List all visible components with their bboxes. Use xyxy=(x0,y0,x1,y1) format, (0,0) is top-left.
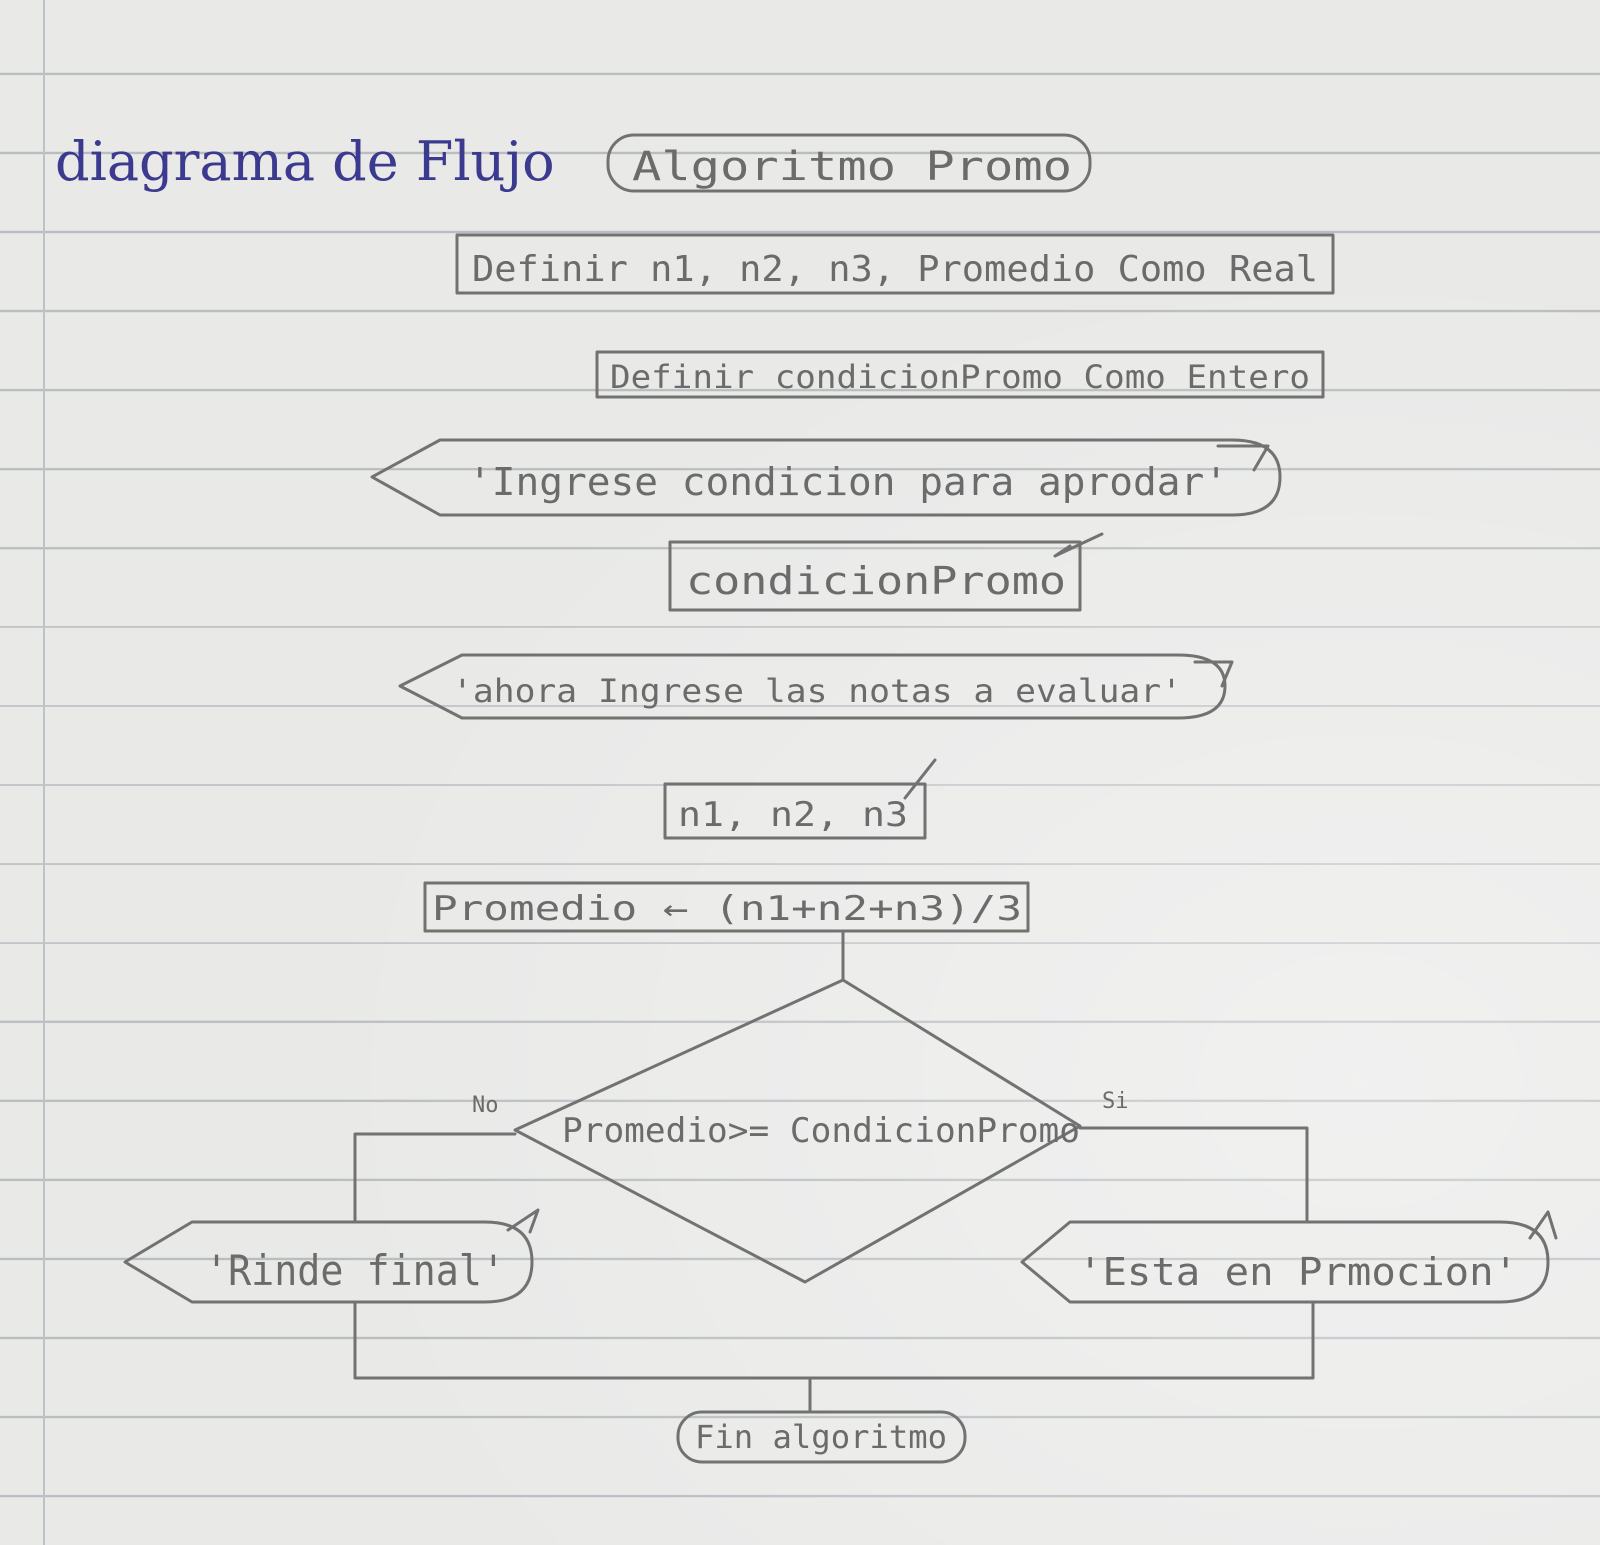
algorithm-name: Algoritmo Promo xyxy=(632,144,1072,190)
margin-line xyxy=(43,0,45,1545)
yes-branch-line xyxy=(1078,1126,1309,1224)
input-notes-box xyxy=(663,782,927,840)
output-arrow-icon-3 xyxy=(506,1208,540,1234)
branch-no-label: No xyxy=(472,1093,499,1118)
end-terminator xyxy=(676,1410,967,1464)
output-prompt-condition-shape xyxy=(370,438,1282,517)
decision-diamond xyxy=(513,978,1082,1284)
output-arrow-icon-2 xyxy=(1193,660,1234,688)
output-no-text: 'Rinde final' xyxy=(205,1246,505,1295)
output-no-shape xyxy=(123,1220,534,1304)
define-integer-text: Definir condicionPromo Como Entero xyxy=(610,358,1310,396)
output-arrow-icon xyxy=(1216,444,1270,472)
define-real-text: Definir n1, n2, n3, Promedio Como Real xyxy=(472,249,1318,290)
algorithm-name-box xyxy=(606,133,1092,193)
input-arrow-icon xyxy=(1053,532,1104,558)
decision-text: Promedio>= CondicionPromo xyxy=(562,1111,1080,1151)
output-arrow-icon-4 xyxy=(1528,1210,1558,1240)
diagram-title: diagrama de Flujo xyxy=(55,130,555,193)
assign-average-box xyxy=(423,881,1030,933)
output-prompt-condition-text: 'Ingrese condicion para aprodar' xyxy=(468,460,1228,504)
output-prompt-notes-shape xyxy=(398,653,1227,720)
output-prompt-notes-text: 'ahora Ingrese las notas a evaluar' xyxy=(452,672,1182,710)
assign-average-text: Promedio ← (n1+n2+n3)/3 xyxy=(432,889,1022,929)
input-condition-box xyxy=(668,540,1082,612)
output-yes-shape xyxy=(1020,1220,1550,1304)
input-arrow-icon-2 xyxy=(903,758,937,800)
branch-yes-label: Si xyxy=(1102,1089,1129,1114)
output-yes-text: 'Esta en Prmocion' xyxy=(1078,1250,1518,1294)
input-condition-text: condicionPromo xyxy=(686,559,1066,603)
merge-line xyxy=(353,1300,1315,1380)
end-text: Fin algoritmo xyxy=(695,1418,947,1456)
no-branch-line xyxy=(353,1132,517,1224)
define-real-box xyxy=(455,233,1335,295)
define-integer-box xyxy=(595,350,1325,399)
input-notes-text: n1, n2, n3 xyxy=(678,795,908,835)
